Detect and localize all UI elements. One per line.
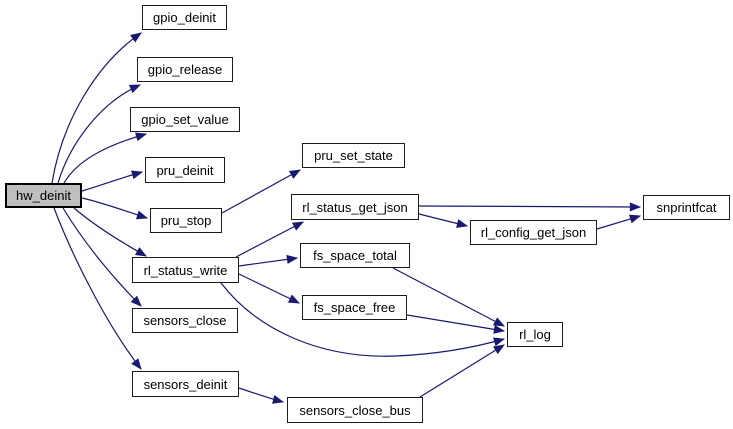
- node-fs_space_free[interactable]: fs_space_free: [302, 295, 407, 320]
- edge-fs_space_total-to-rl_log: [392, 267, 505, 327]
- node-label: rl_status_get_json: [302, 199, 408, 215]
- node-label: rl_status_write: [143, 262, 228, 278]
- node-label: gpio_release: [147, 62, 223, 77]
- edge-hw_deinit-to-sensors_deinit: [53, 207, 142, 370]
- edge-rl_status_get_json-to-snprintfcat: [418, 202, 642, 212]
- node-pru_set_state[interactable]: pru_set_state: [302, 143, 405, 168]
- node-pru_stop[interactable]: pru_stop: [150, 208, 222, 233]
- node-hw_deinit: hw_deinit: [5, 183, 82, 208]
- edge-fs_space_free-to-rl_log: [406, 314, 506, 334]
- node-label: pru_stop: [160, 213, 212, 228]
- node-label: pru_set_state: [314, 148, 393, 163]
- edge-pru_stop-to-pru_set_state: [221, 169, 301, 214]
- edge-hw_deinit-to-gpio_deinit: [51, 32, 142, 184]
- node-label: gpio_set_value: [141, 112, 229, 127]
- node-sensors_close[interactable]: sensors_close: [132, 308, 238, 333]
- edge-rl_status_write-to-fs_space_total: [238, 254, 299, 267]
- node-label: rl_config_get_json: [480, 225, 587, 240]
- node-gpio_release[interactable]: gpio_release: [137, 57, 233, 82]
- edge-hw_deinit-to-gpio_set_value: [63, 132, 148, 184]
- node-label: fs_space_free: [313, 300, 396, 315]
- edge-sensors_close_bus-to-rl_log: [419, 344, 505, 398]
- node-rl_status_get_json[interactable]: rl_status_get_json: [291, 194, 419, 220]
- node-gpio_deinit[interactable]: gpio_deinit: [142, 5, 227, 30]
- node-label: sensors_close_bus: [299, 402, 411, 418]
- edge-hw_deinit-to-sensors_close: [62, 207, 142, 307]
- edge-rl_status_get_json-to-rl_config_get_json: [418, 213, 469, 228]
- node-sensors_deinit[interactable]: sensors_deinit: [132, 371, 239, 397]
- node-rl_status_write[interactable]: rl_status_write: [132, 257, 239, 283]
- node-label: hw_deinit: [16, 188, 71, 203]
- node-label: rl_log: [519, 327, 551, 342]
- edge-hw_deinit-to-gpio_release: [57, 84, 142, 184]
- node-gpio_set_value[interactable]: gpio_set_value: [130, 107, 240, 132]
- edge-hw_deinit-to-rl_status_write: [73, 207, 147, 257]
- node-label: fs_space_total: [313, 248, 397, 263]
- node-snprintfcat[interactable]: snprintfcat: [643, 195, 730, 220]
- node-rl_config_get_json[interactable]: rl_config_get_json: [470, 220, 597, 245]
- node-label: pru_deinit: [156, 162, 214, 178]
- node-label: snprintfcat: [656, 200, 717, 215]
- node-rl_log[interactable]: rl_log: [507, 322, 563, 347]
- edge-rl_status_write-to-rl_status_get_json: [235, 221, 304, 258]
- edge-rl_config_get_json-to-snprintfcat: [596, 214, 642, 230]
- node-label: gpio_deinit: [153, 10, 216, 25]
- node-pru_deinit[interactable]: pru_deinit: [145, 157, 225, 183]
- edge-rl_status_write-to-fs_space_free: [238, 273, 301, 304]
- edge-sensors_deinit-to-sensors_close_bus: [238, 387, 285, 404]
- edge-rl_status_write-to-rl_log: [220, 282, 506, 357]
- edge-hw_deinit-to-pru_deinit: [81, 170, 144, 192]
- node-sensors_close_bus[interactable]: sensors_close_bus: [287, 397, 423, 423]
- node-label: sensors_close: [143, 313, 227, 328]
- node-fs_space_total[interactable]: fs_space_total: [300, 243, 410, 268]
- node-label: sensors_deinit: [143, 376, 228, 392]
- edge-hw_deinit-to-pru_stop: [81, 197, 149, 220]
